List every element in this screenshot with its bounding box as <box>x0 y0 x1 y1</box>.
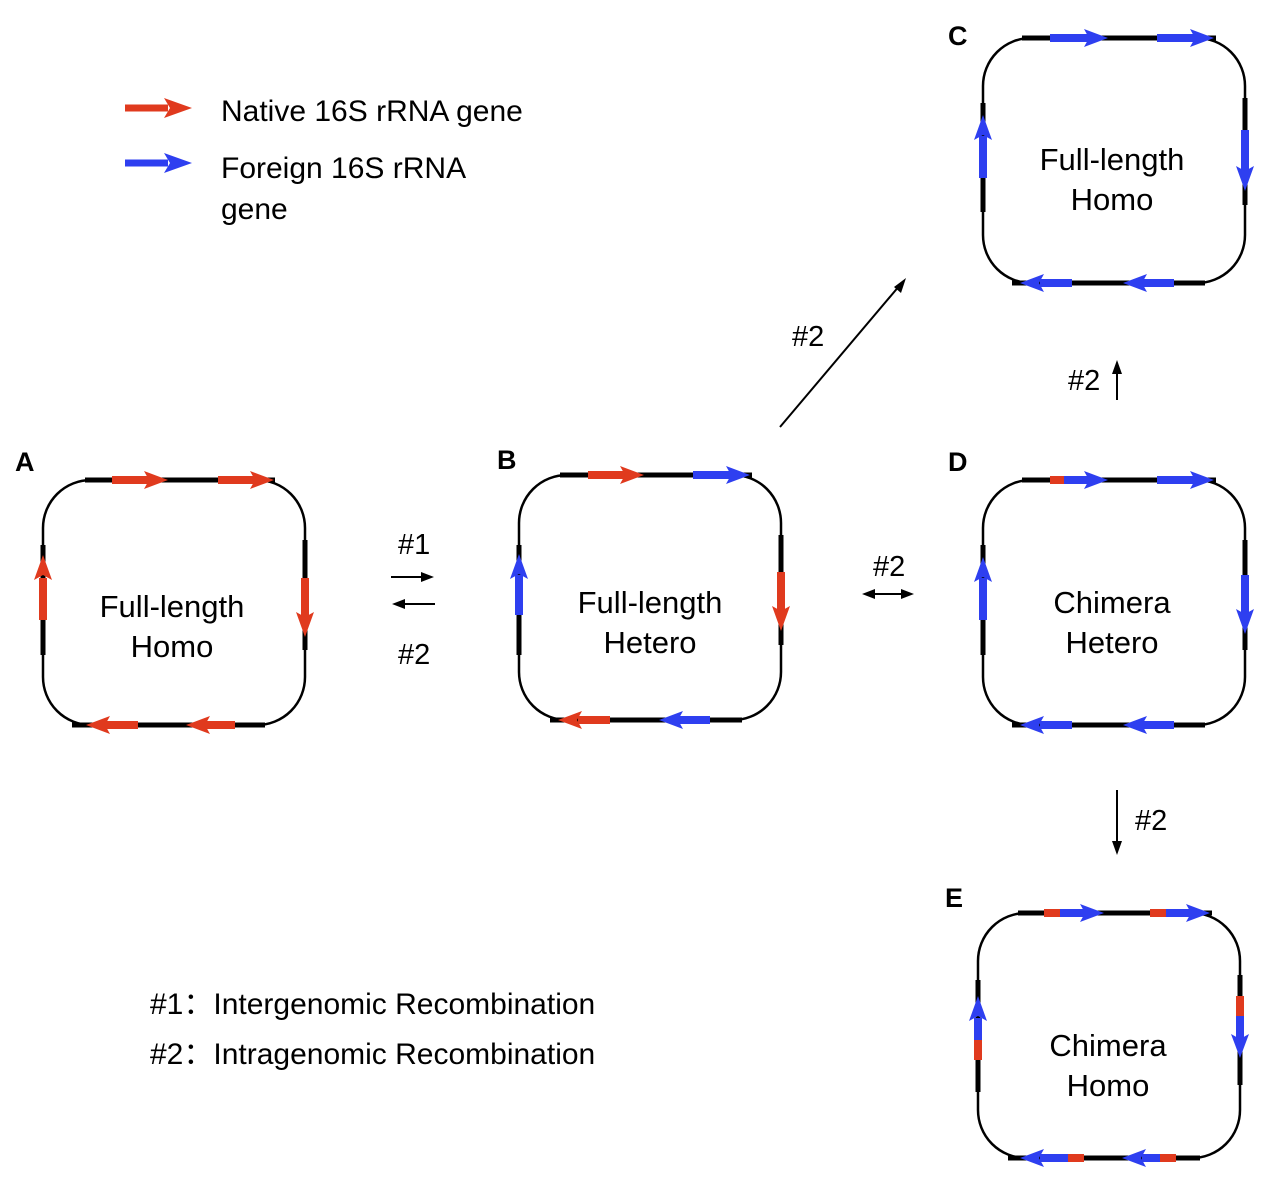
label-b-d: #2 <box>873 551 905 583</box>
legend-native-label: Native 16S rRNA gene <box>221 95 523 128</box>
panel-letter-b: B <box>497 445 517 475</box>
panel-a: A Full-length Homo <box>15 447 314 734</box>
label-a-to-b: #1 <box>398 529 430 561</box>
panel-letter-d: D <box>948 447 968 477</box>
legend: Native 16S rRNA gene Foreign 16S rRNA ge… <box>125 95 523 226</box>
recombination-notes: #1：Intergenomic Recombination #2：Intrage… <box>150 988 595 1071</box>
panel-letter-e: E <box>945 883 963 913</box>
panel-d-label-line2: Hetero <box>1065 625 1158 660</box>
panel-b-label-line2: Hetero <box>603 625 696 660</box>
genes-e <box>969 904 1249 1167</box>
transition-a-b: #1 #2 <box>391 529 435 671</box>
panel-e: E <box>945 883 1249 1167</box>
legend-foreign-label-line1: Foreign 16S rRNA <box>221 152 466 185</box>
panel-letter-c: C <box>948 21 968 51</box>
transition-d-c: #2 <box>1068 360 1122 400</box>
legend-native-arrow-icon <box>125 98 192 118</box>
panel-d: D Chimera Hetero <box>948 447 1254 734</box>
panel-letter-a: A <box>15 447 35 477</box>
panel-e-label-line2: Homo <box>1067 1068 1150 1103</box>
label-d-to-c: #2 <box>1068 365 1100 397</box>
genes-a <box>34 471 314 734</box>
legend-foreign-label-line2: gene <box>221 193 288 226</box>
genes-d <box>974 471 1254 734</box>
panel-b: B Full-length Hetero <box>497 445 790 729</box>
label-d-to-e: #2 <box>1135 805 1167 837</box>
genes-b <box>510 466 790 729</box>
panel-c-label-line1: Full-length <box>1040 142 1185 177</box>
panel-d-label-line1: Chimera <box>1053 585 1171 620</box>
panel-c-label-line2: Homo <box>1071 182 1154 217</box>
label-b-to-c: #2 <box>792 321 824 353</box>
panel-a-label-line1: Full-length <box>100 589 245 624</box>
panel-c: C Full-length Homo <box>948 21 1254 292</box>
note-intragenomic: #2：Intragenomic Recombination <box>150 1038 595 1071</box>
panel-a-label-line2: Homo <box>131 629 214 664</box>
note-intergenomic: #1：Intergenomic Recombination <box>150 988 595 1021</box>
panel-e-label-line1: Chimera <box>1049 1028 1167 1063</box>
label-b-to-a: #2 <box>398 639 430 671</box>
panel-b-label-line1: Full-length <box>578 585 723 620</box>
transition-b-d: #2 <box>862 551 914 599</box>
transition-b-c: #2 <box>779 278 906 428</box>
genes-c <box>974 29 1254 292</box>
legend-foreign-arrow-icon <box>125 153 192 173</box>
transition-d-e: #2 <box>1112 790 1167 855</box>
